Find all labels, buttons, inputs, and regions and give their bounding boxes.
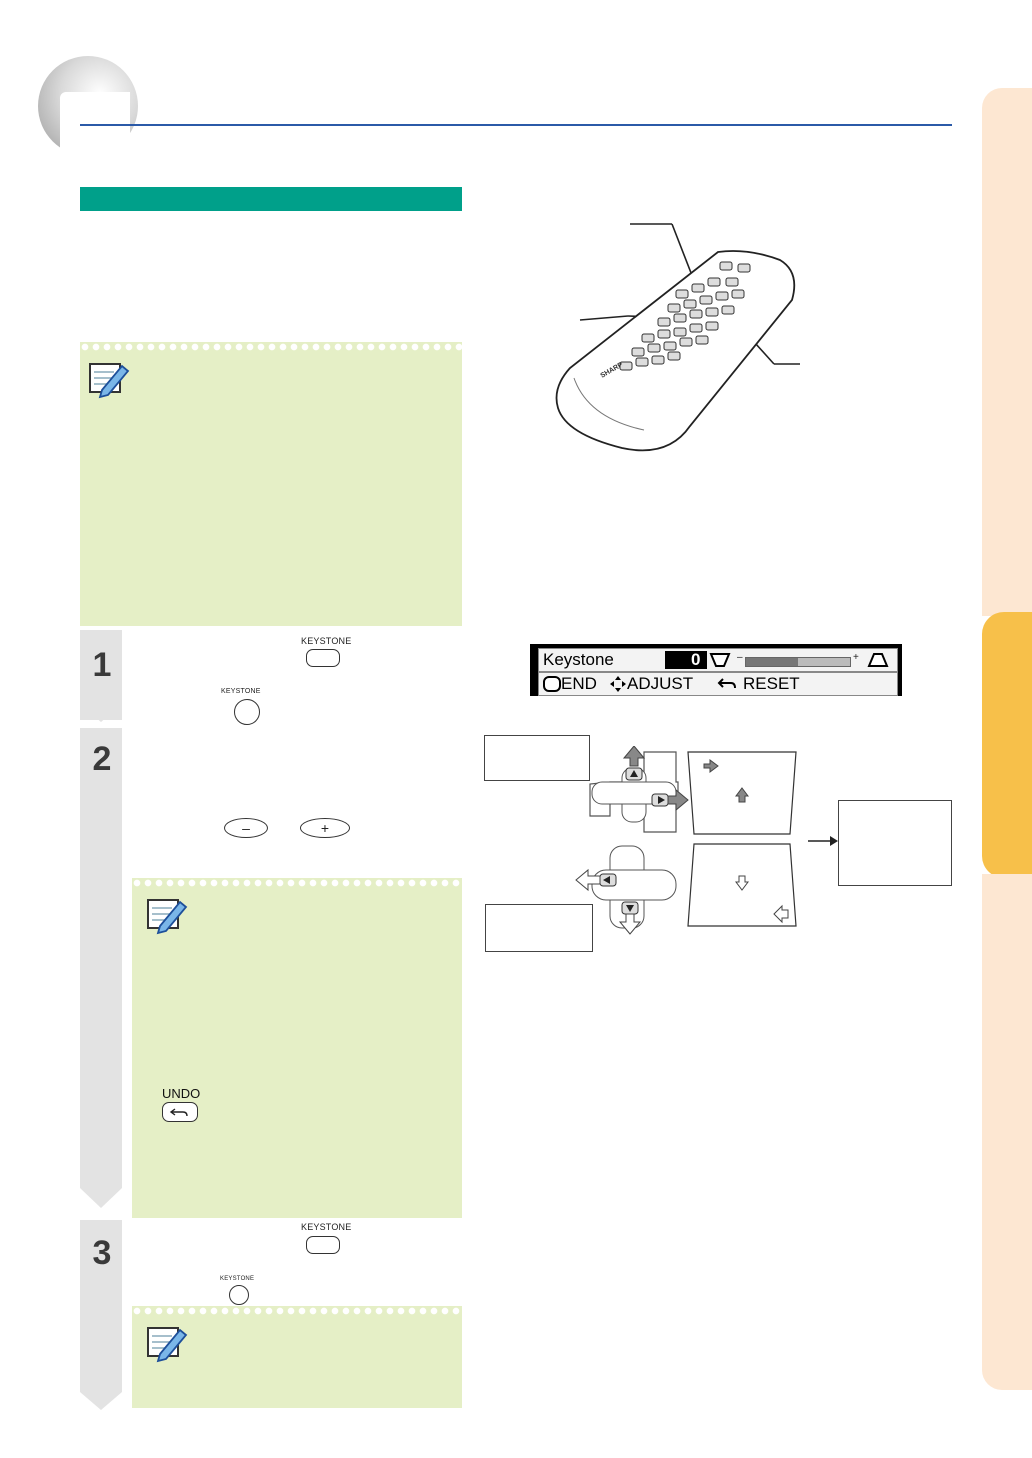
step-2-chevron bbox=[80, 1184, 122, 1208]
section-heading-bar bbox=[80, 187, 462, 211]
keystone-button-label: KEYSTONE bbox=[301, 1222, 352, 1232]
keystone-button-remote[interactable] bbox=[229, 1285, 249, 1305]
side-tab-next[interactable] bbox=[982, 874, 1032, 1390]
note-box bbox=[132, 1306, 462, 1408]
osd-scale-min: – bbox=[737, 652, 743, 663]
keystone-down-icon bbox=[709, 653, 731, 667]
minus-button[interactable]: – bbox=[224, 818, 268, 838]
remote-control-illustration: SHARP bbox=[555, 223, 800, 452]
plus-button[interactable]: + bbox=[300, 818, 350, 838]
osd-slider-fill bbox=[746, 658, 798, 666]
step-number: 3 bbox=[92, 1234, 112, 1272]
keystone-button-icon bbox=[543, 676, 561, 692]
undo-button-label: UNDO bbox=[162, 1086, 201, 1101]
osd-adjust-label: ADJUST bbox=[627, 674, 694, 693]
note-pencil-icon bbox=[147, 899, 188, 935]
screen-frame-corrected bbox=[838, 800, 952, 886]
adjust-arrows-icon bbox=[610, 676, 626, 692]
osd-keystone-row: Keystone 0 – + bbox=[538, 648, 898, 672]
keystone-button-label: KEYSTONE bbox=[301, 636, 352, 646]
result-arrow bbox=[808, 836, 838, 846]
osd-end-label: END bbox=[561, 674, 597, 693]
osd-help-row: END ADJUST RESET bbox=[538, 672, 898, 696]
step-number: 1 bbox=[92, 646, 112, 684]
keystone-button[interactable] bbox=[306, 649, 340, 667]
screen-frame-top-left bbox=[484, 735, 590, 781]
step-2-panel: 2 bbox=[80, 728, 122, 1188]
step-number: 2 bbox=[92, 740, 112, 778]
keystone-button-remote[interactable] bbox=[234, 699, 260, 725]
keystone-trapezoid-diagram bbox=[575, 746, 797, 935]
reset-icon bbox=[717, 678, 736, 689]
osd-slider-track[interactable] bbox=[745, 657, 851, 667]
keystone-button[interactable] bbox=[306, 1236, 340, 1254]
keystone-up-icon bbox=[867, 653, 889, 667]
step-3-panel: 3 bbox=[80, 1220, 122, 1392]
header-rule bbox=[80, 124, 952, 126]
keystone-button-label: KEYSTONE bbox=[221, 688, 261, 695]
side-tab-previous[interactable] bbox=[982, 88, 1032, 616]
note-pencil-icon bbox=[89, 363, 130, 399]
osd-value: 0 bbox=[691, 650, 701, 669]
side-tab-current[interactable] bbox=[982, 612, 1032, 878]
step-1-chevron bbox=[80, 700, 122, 722]
osd-value-box bbox=[665, 651, 707, 669]
keystone-button-label: KEYSTONE bbox=[220, 1276, 255, 1282]
osd-title: Keystone bbox=[543, 650, 614, 669]
undo-button[interactable] bbox=[162, 1102, 198, 1122]
undo-icon bbox=[169, 1108, 188, 1117]
screen-frame-bottom-left bbox=[485, 904, 593, 952]
note-pencil-icon bbox=[147, 1327, 188, 1363]
osd-scale-max: + bbox=[853, 652, 859, 663]
step-3-chevron bbox=[80, 1388, 122, 1410]
note-box: UNDO bbox=[132, 878, 462, 1218]
osd-reset-label: RESET bbox=[743, 674, 800, 693]
note-box bbox=[80, 342, 462, 626]
